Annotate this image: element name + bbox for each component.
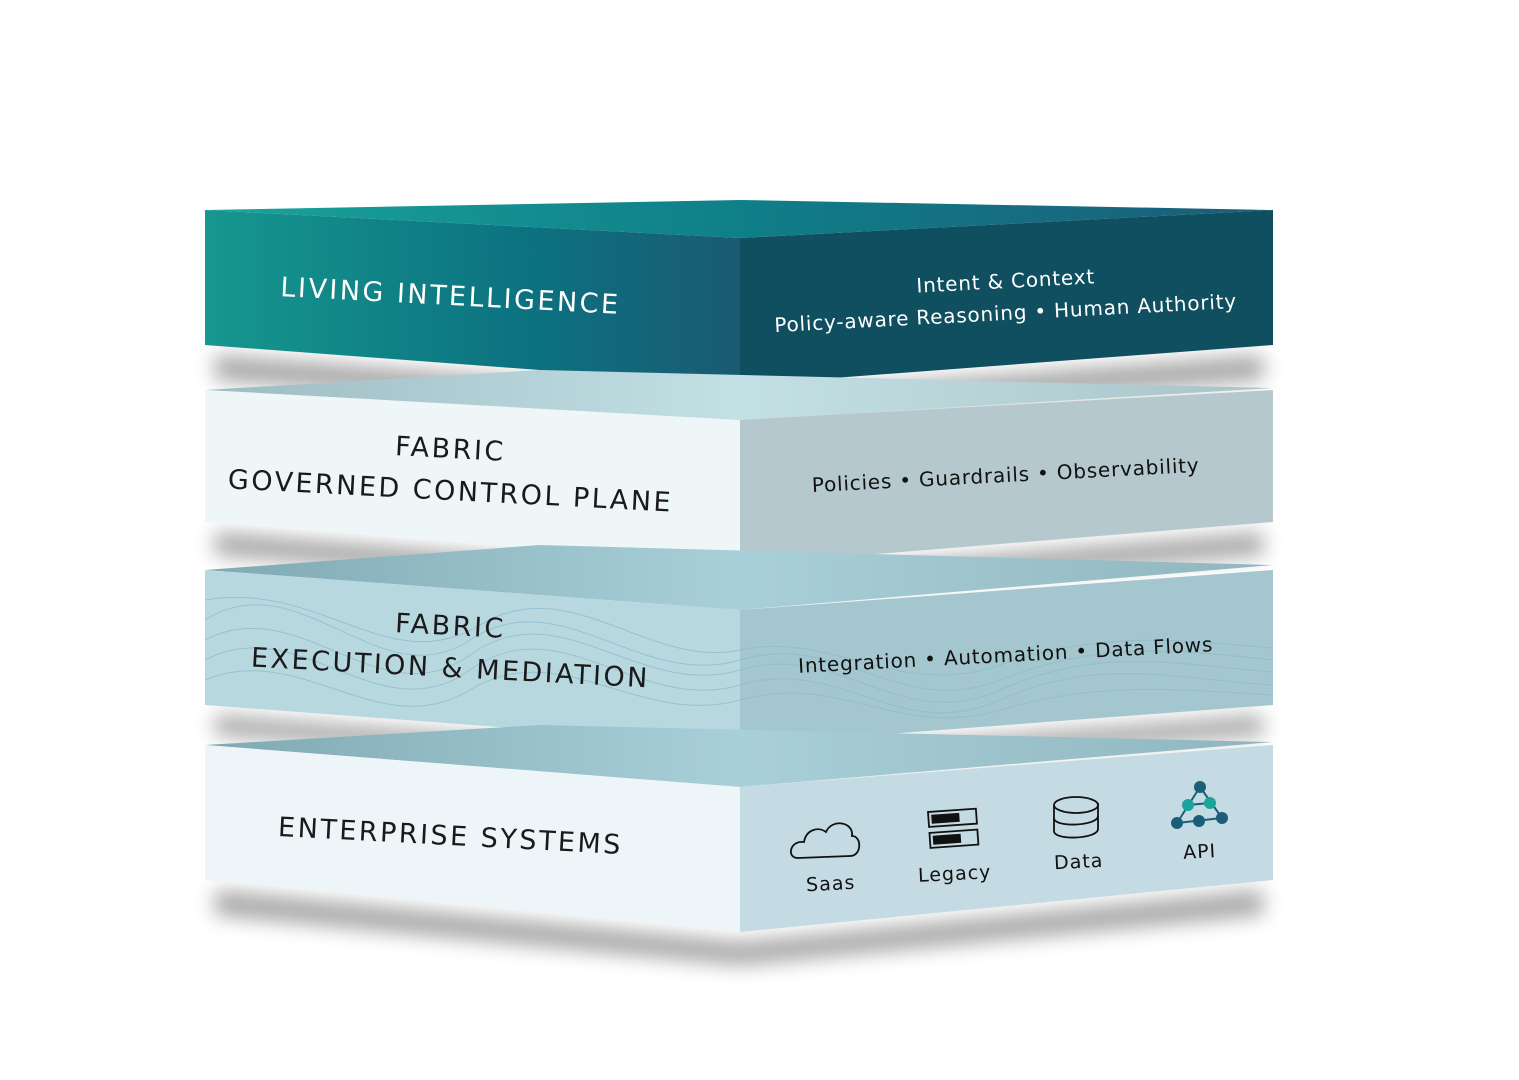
icon-label: Legacy	[917, 861, 991, 887]
layer-governed-control-plane: FABRIC GOVERNED CONTROL PLANE Policies •…	[205, 370, 1273, 565]
icon-label: Saas	[806, 872, 856, 897]
layer-title: FABRIC	[394, 431, 506, 468]
wave-pattern	[204, 596, 1274, 719]
icon-label: API	[1183, 840, 1217, 864]
icon-label: Data	[1053, 850, 1103, 875]
layer-title: FABRIC	[394, 608, 506, 645]
layer-living-intelligence: LIVING INTELLIGENCE Intent & Context Pol…	[205, 200, 1273, 385]
server-icon	[927, 807, 980, 849]
network-icon	[1171, 781, 1228, 829]
database-icon	[1053, 796, 1099, 839]
layer-execution-mediation: FABRIC EXECUTION & MEDIATION Integration…	[204, 545, 1274, 745]
cloud-icon	[790, 822, 861, 859]
layer-enterprise-systems: ENTERPRISE SYSTEMS Saas Legacy Data	[205, 725, 1273, 932]
